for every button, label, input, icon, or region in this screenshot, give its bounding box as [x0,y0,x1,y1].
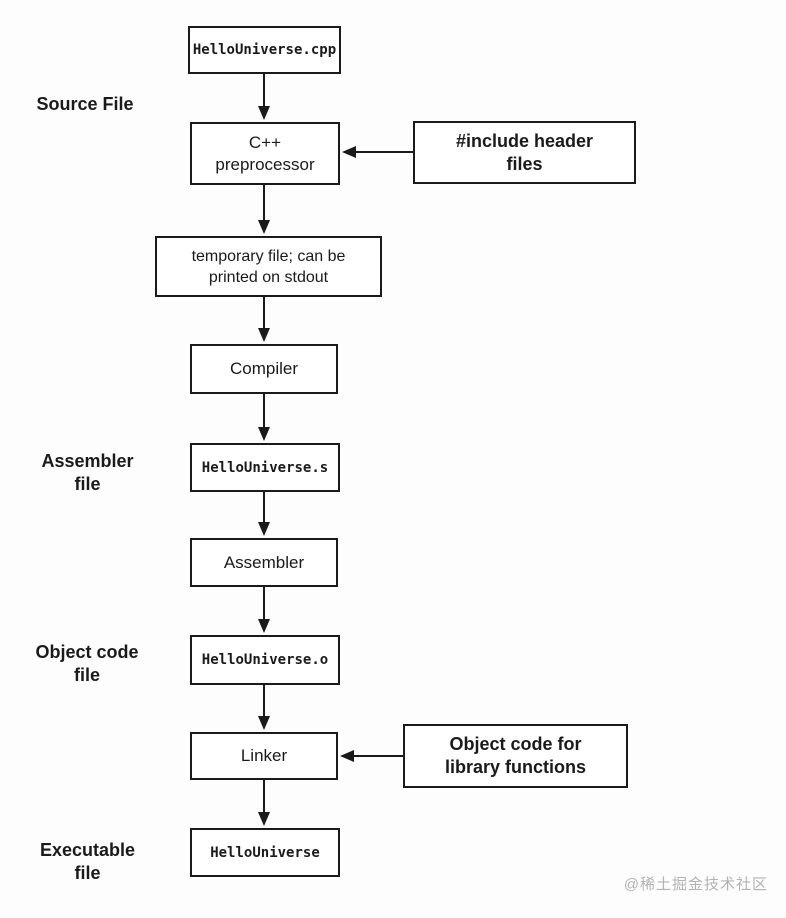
node-temp-file: temporary file; can be printed on stdout [155,236,382,297]
node-library-objects-line1: Object code for [449,734,582,754]
label-executable-file-line2: file [74,863,101,883]
node-source-file: HelloUniverse.cpp [188,26,341,74]
node-object-file: HelloUniverse.o [190,635,340,685]
node-include-headers: #include header files [413,121,636,184]
label-object-code-file-line1: Object code [35,642,139,662]
node-linker-label: Linker [240,746,288,765]
label-assembler-file-line1: Assembler [41,451,134,471]
node-temp-file-line2: printed on stdout [208,268,329,286]
node-preprocessor-line2: preprocessor [215,154,315,174]
node-object-file-label: HelloUniverse.o [201,652,329,668]
node-preprocessor-line1: C++ [248,132,282,152]
node-assembler-label: Assembler [223,552,305,572]
label-assembler-file: Assembler file [20,450,155,496]
label-executable-file: Executable file [20,839,155,885]
node-assembler: Assembler [190,538,338,587]
label-source-file: Source File [20,93,150,116]
node-executable: HelloUniverse [190,828,340,877]
node-assembler-file-label: HelloUniverse.s [201,459,329,476]
label-source-file-line1: Source File [36,94,134,114]
node-temp-file-line1: temporary file; can be [191,247,346,265]
node-assembler-file: HelloUniverse.s [190,443,340,492]
label-executable-file-line1: Executable [39,840,136,860]
node-include-headers-line2: files [506,153,543,174]
node-compiler-label: Compiler [229,359,299,378]
node-executable-label: HelloUniverse [210,844,320,861]
label-object-code-file: Object code file [12,641,162,687]
node-include-headers-line1: #include header [455,130,594,151]
watermark: @稀土掘金技术社区 [623,876,768,893]
node-compiler: Compiler [190,344,338,394]
label-object-code-file-line2: file [73,665,100,685]
node-linker: Linker [190,732,338,780]
node-preprocessor: C++ preprocessor [190,122,340,185]
node-source-file-label: HelloUniverse.cpp [192,42,337,58]
label-assembler-file-line2: file [74,474,101,494]
node-library-objects: Object code for library functions [403,724,628,788]
node-library-objects-line2: library functions [444,757,587,777]
